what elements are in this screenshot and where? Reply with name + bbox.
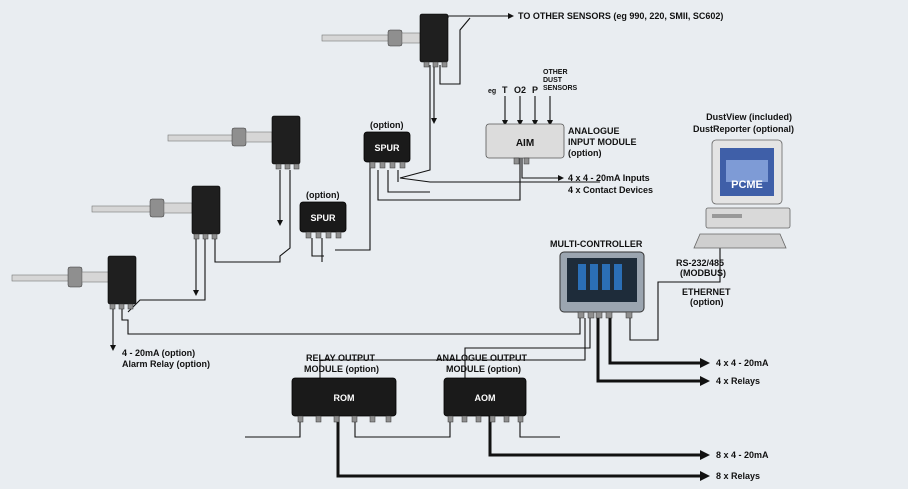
label-rom-title-1: RELAY OUTPUT [306,353,376,363]
text-labels: TO OTHER SENSORS (eg 990, 220, SMII, SC6… [122,11,794,481]
arrow-sensor2 [277,220,283,226]
spur-top-box: SPUR [363,131,411,169]
pc-computer: PCME [693,139,791,249]
arrow-rom-8relays [700,471,710,481]
label-aim-title-3: (option) [568,148,601,158]
label-spur-mid-option: (option) [306,190,339,200]
aim-box-label: AIM [516,138,534,149]
wire-spur-top-down [335,160,371,251]
label-aim-other-2: DUST [543,77,563,84]
label-sensor-out-1: 4 - 20mA (option) [122,348,195,358]
label-sensor-out-2: Alarm Relay (option) [122,359,210,369]
arrow-aim-out [558,175,564,181]
wire-spur-mid-a [311,238,324,257]
label-pc-1: DustView (included) [706,112,792,122]
wire-sensor4-to-mc [121,305,581,335]
spur-mid-box: SPUR [299,201,347,239]
label-eth-2: (option) [690,297,723,307]
wire-mc-mA [608,318,702,365]
wire-top-sensor-loop [439,17,471,85]
wire-aom-8mA [488,416,702,457]
arrow-mc-relays [700,376,710,386]
wire-aom-out [519,416,560,438]
label-mc-out-1: 4 x 4 - 20mA [716,358,769,368]
aom-box-label: AOM [475,393,496,403]
arrow-aim-other [547,120,553,126]
pc-keyboard [693,233,787,249]
arrow-other-sensors [508,13,514,19]
wire-spur-top-side [387,170,430,193]
wire-sensor3-down [127,238,206,313]
wire-to-other-sensors [447,15,508,18]
label-spur-top-option: (option) [370,120,403,130]
arrow-sensor3 [193,290,199,296]
spur-top-label: SPUR [374,143,400,153]
label-aom-out: 8 x 4 - 20mA [716,450,769,460]
label-aim-out-2: 4 x Contact Devices [568,185,653,195]
label-aim-eg: eg [488,88,496,95]
wire-rom-8relays [336,416,702,478]
label-mc-out-2: 4 x Relays [716,376,760,386]
arrow-aim-o2 [517,120,523,126]
arrow-top-sensor [431,118,437,124]
label-aom-title-1: ANALOGUE OUTPUT [436,353,528,363]
wire-rom-in [245,416,301,438]
arrow-mc-mA [700,358,710,368]
wire-sensor2-down [214,170,291,263]
label-aom-title-2: MODULE (option) [446,364,521,374]
rom-box-label: ROM [334,393,355,403]
arrow-aim-p [532,120,538,126]
label-rs-1: RS-232/485 [676,258,724,268]
aom-module: AOM [443,377,527,423]
label-aim-p: P [532,85,538,95]
label-aim-t: T [502,85,508,95]
label-aim-other-3: SENSORS [543,85,578,92]
sensor-third [91,185,221,240]
label-rom-out: 8 x Relays [716,471,760,481]
spur-mid-label: SPUR [310,213,336,223]
wire-rom-aom [354,416,451,438]
aim-module: AIM [485,123,565,165]
wire-mc-aom [464,318,591,378]
label-aim-title-1: ANALOGUE [568,126,620,136]
label-other-sensors: TO OTHER SENSORS (eg 990, 220, SMII, SC6… [518,11,723,21]
label-aim-other-1: OTHER [543,69,568,76]
wire-top-sensor-down [399,65,600,183]
rom-module: ROM [291,377,397,423]
arrow-aim-t [502,120,508,126]
label-mc-title: MULTI-CONTROLLER [550,239,643,249]
label-rom-title-2: MODULE (option) [304,364,379,374]
arrowheads [110,13,710,481]
sensor-bottom [11,255,137,310]
wire-aim-out [521,158,558,179]
wire-spur-top-aim [377,158,521,201]
wire-mc-pc [629,246,721,341]
sensor-top [321,13,449,68]
label-aim-o2: O2 [514,85,526,95]
label-aim-out-1: 4 x 4 - 20mA Inputs [568,173,650,183]
label-aim-title-2: INPUT MODULE [568,137,637,147]
wire-mc-rom [319,318,586,378]
wiring [112,15,721,478]
pc-screen-logo: PCME [731,179,763,191]
label-eth-1: ETHERNET [682,287,731,297]
multi-controller [559,251,645,319]
label-rs-2: (MODBUS) [680,268,726,278]
arrow-aom-8mA [700,450,710,460]
label-pc-2: DustReporter (optional) [693,124,794,134]
wire-mc-relays [596,318,702,383]
sensor-second [167,115,301,170]
arrow-sensor4 [110,345,116,351]
